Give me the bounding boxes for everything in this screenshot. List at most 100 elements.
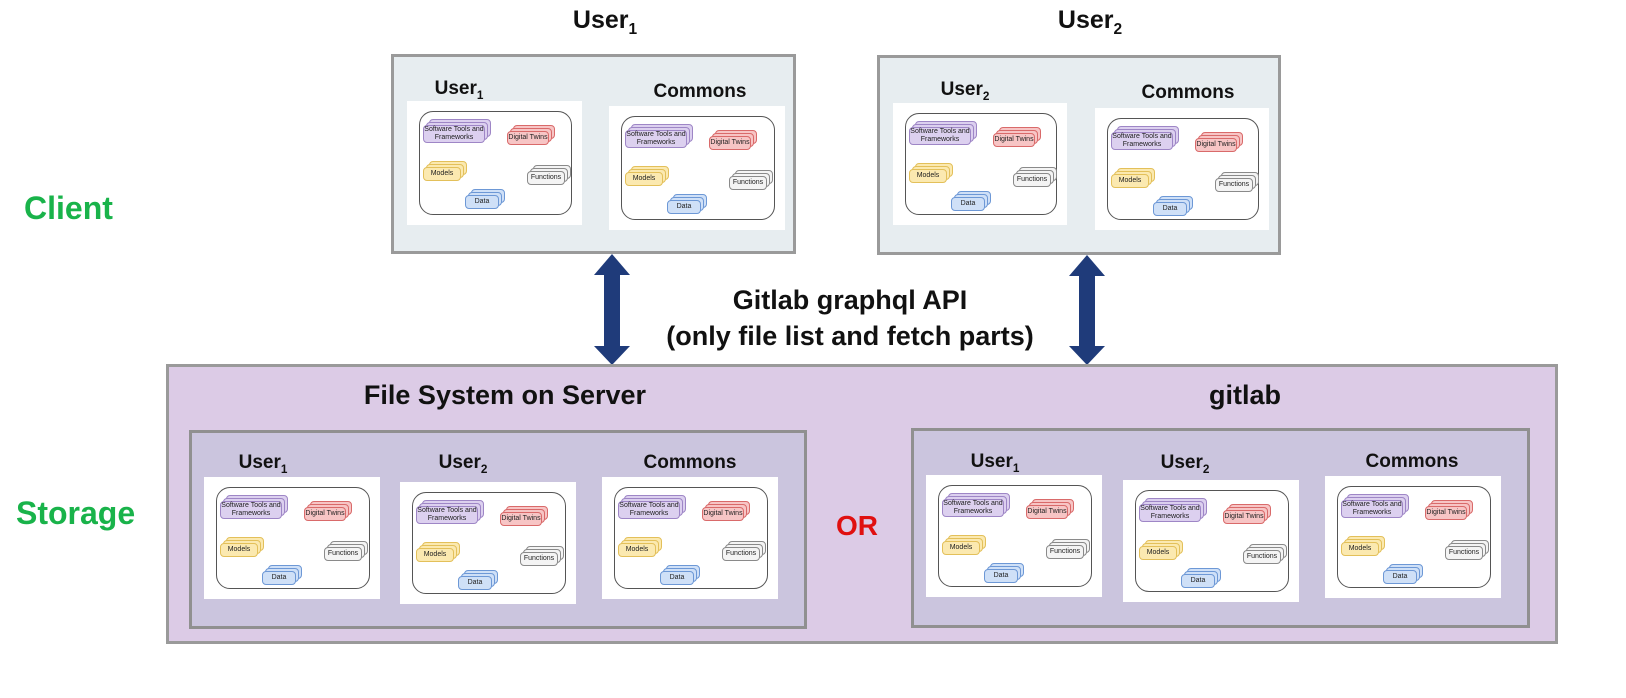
functions-layer <box>729 176 767 190</box>
right-arrow-down-head <box>1069 346 1105 365</box>
twins-layer <box>500 512 542 526</box>
data-label: Data <box>960 200 976 207</box>
twins-label: Digital Twins <box>710 139 750 146</box>
tools-label: Software Tools and Frameworks <box>943 500 1003 515</box>
twins-label: Digital Twins <box>508 134 548 141</box>
models-label: Models <box>916 172 940 179</box>
fs-title: File System on Server <box>363 380 647 410</box>
data-layer <box>1383 570 1417 584</box>
models-stack: Models <box>1111 168 1155 188</box>
data-label: Data <box>271 574 287 581</box>
client-user1-heading-sub: 1 <box>628 21 638 38</box>
right-arrow-up-head <box>1069 255 1105 276</box>
client-user2-title-sub: 2 <box>982 89 990 103</box>
functions-layer <box>1215 178 1253 192</box>
functions-stack: Functions <box>1013 167 1057 187</box>
functions-stack: Functions <box>1243 544 1287 564</box>
client-user2-heading-text: User <box>1057 6 1114 34</box>
twins-stack: Digital Twins <box>1425 500 1473 520</box>
models-layer <box>942 541 980 555</box>
tools-layer <box>618 501 680 519</box>
gl-user2-title: User2 <box>1160 452 1210 476</box>
data-layer <box>984 569 1018 583</box>
twins-layer <box>1195 138 1237 152</box>
data-layer <box>951 197 985 211</box>
tools-layer <box>625 130 687 148</box>
twins-label: Digital Twins <box>305 510 345 517</box>
twins-layer <box>1026 505 1068 519</box>
functions-stack: Functions <box>1445 540 1489 560</box>
client-user2-heading: User2 <box>1025 6 1155 39</box>
twins-layer <box>993 133 1035 147</box>
models-layer <box>423 167 461 181</box>
data-label: Data <box>669 574 685 581</box>
twins-stack: Digital Twins <box>507 125 555 145</box>
tools-stack: Software Tools and Frameworks <box>625 124 693 148</box>
models-layer <box>1111 174 1149 188</box>
twins-stack: Digital Twins <box>702 501 750 521</box>
functions-label: Functions <box>1016 176 1048 183</box>
data-layer <box>262 571 296 585</box>
twins-stack: Digital Twins <box>1026 499 1074 519</box>
models-stack: Models <box>220 537 264 557</box>
twins-label: Digital Twins <box>1027 508 1067 515</box>
twins-layer <box>1223 510 1265 524</box>
tools-stack: Software Tools and Frameworks <box>416 500 484 524</box>
functions-layer <box>722 547 760 561</box>
twins-label: Digital Twins <box>501 515 541 522</box>
twins-label: Digital Twins <box>1196 141 1236 148</box>
functions-label: Functions <box>1448 549 1480 556</box>
left-arrow-down-head <box>594 346 630 365</box>
twins-label: Digital Twins <box>994 136 1034 143</box>
data-stack: Data <box>1181 568 1221 588</box>
tools-label: Software Tools and Frameworks <box>1112 133 1172 148</box>
tools-label: Software Tools and Frameworks <box>626 131 686 146</box>
models-label: Models <box>430 170 454 177</box>
left-double-arrow <box>594 254 630 365</box>
client-commons-title: Commons <box>653 81 747 102</box>
tools-layer <box>423 125 485 143</box>
data-stack: Data <box>667 194 707 214</box>
tools-layer <box>416 506 478 524</box>
tools-stack: Software Tools and Frameworks <box>423 119 491 143</box>
gl-commons-title: Commons <box>1365 451 1459 472</box>
tools-stack: Software Tools and Frameworks <box>1111 126 1179 150</box>
data-stack: Data <box>1383 564 1423 584</box>
data-label: Data <box>993 572 1009 579</box>
models-label: Models <box>227 546 251 553</box>
client-user1-heading-text: User <box>572 6 629 34</box>
tools-layer <box>1341 500 1403 518</box>
functions-layer <box>1445 546 1483 560</box>
functions-stack: Functions <box>520 546 564 566</box>
api-caption: Gitlab graphql API (only file list and f… <box>640 282 1060 354</box>
models-stack: Models <box>618 537 662 557</box>
functions-stack: Functions <box>527 165 571 185</box>
models-stack: Models <box>423 161 467 181</box>
data-label: Data <box>676 203 692 210</box>
models-stack: Models <box>1139 540 1183 560</box>
gl-user2-title-sub: 2 <box>1202 462 1210 476</box>
tools-layer <box>220 501 282 519</box>
models-label: Models <box>625 546 649 553</box>
tools-stack: Software Tools and Frameworks <box>1341 494 1409 518</box>
tools-label: Software Tools and Frameworks <box>221 502 281 517</box>
models-stack: Models <box>909 163 953 183</box>
models-layer <box>1139 546 1177 560</box>
models-label: Models <box>423 551 447 558</box>
models-layer <box>618 543 656 557</box>
models-label: Models <box>1118 177 1142 184</box>
tools-stack: Software Tools and Frameworks <box>220 495 288 519</box>
data-layer <box>1181 574 1215 588</box>
fs-user1-title-sub: 1 <box>280 462 288 476</box>
data-label: Data <box>467 579 483 586</box>
client-user1-title: User1 <box>434 78 484 102</box>
twins-stack: Digital Twins <box>304 501 352 521</box>
twins-stack: Digital Twins <box>500 506 548 526</box>
functions-stack: Functions <box>1215 172 1259 192</box>
